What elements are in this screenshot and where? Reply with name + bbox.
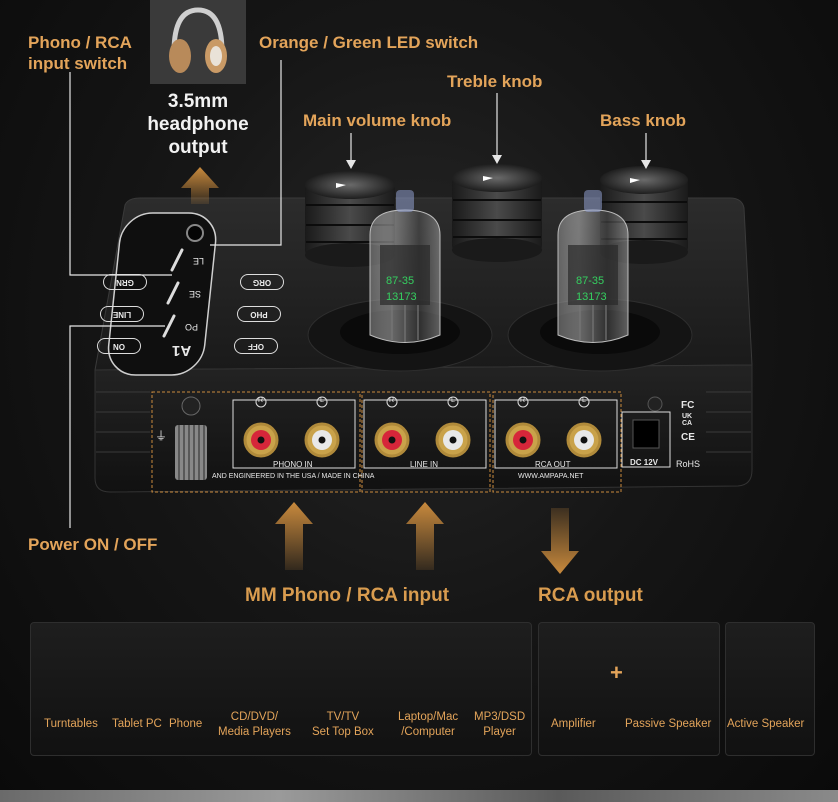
pill-pho: PHO bbox=[237, 306, 281, 322]
output-arrow bbox=[541, 508, 579, 574]
plus-sign: + bbox=[610, 660, 623, 685]
tube-right-code-1: 87-35 bbox=[576, 275, 605, 287]
bass-callout: Bass knob bbox=[600, 111, 686, 130]
line-in-label: LINE IN bbox=[410, 460, 439, 469]
switch-label-po: PO bbox=[185, 322, 199, 332]
cert-uk: UK bbox=[682, 413, 693, 420]
cert-rohs: RoHS bbox=[676, 459, 701, 469]
pill-off: OFF bbox=[234, 338, 278, 354]
led-switch-callout: Orange / Green LED switch bbox=[259, 33, 479, 52]
source-label-turntables: Turntables bbox=[44, 718, 98, 730]
website-text: WWW.AMPAPA.NET bbox=[518, 473, 584, 480]
headphone-thumbnail bbox=[150, 0, 246, 84]
engineered-text: AND ENGINEERED IN THE USA / MADE IN CHIN… bbox=[212, 473, 375, 480]
switch-plate bbox=[107, 212, 217, 376]
phono-switch-leader bbox=[69, 72, 172, 276]
headphone-callout: 3.5mm headphone output bbox=[147, 91, 249, 158]
sources-card bbox=[30, 622, 532, 756]
tube-right-code-2: 13173 bbox=[576, 291, 607, 303]
rca-jacks bbox=[243, 422, 602, 458]
source-label-cd: CD/DVD/ Media Players bbox=[218, 711, 291, 738]
out-l: L bbox=[582, 397, 586, 404]
svg-text:⏚: ⏚ bbox=[155, 429, 167, 443]
vacuum-tube-left bbox=[369, 190, 441, 343]
led-switch-leader bbox=[210, 60, 282, 246]
cert-fc: FC bbox=[681, 400, 695, 411]
line-r: R bbox=[389, 397, 395, 404]
out-r: R bbox=[520, 397, 526, 404]
cert-ca: CA bbox=[682, 420, 693, 427]
line-l: L bbox=[451, 397, 455, 404]
pill-org: ORG bbox=[240, 274, 284, 290]
treble-callout: Treble knob bbox=[447, 72, 543, 91]
brand-logo: A1 bbox=[172, 342, 192, 359]
input-arrow-2 bbox=[406, 502, 444, 570]
phono-in-label: PHONO IN bbox=[273, 460, 313, 469]
cert-ce: CE bbox=[681, 432, 695, 443]
dc-jack bbox=[632, 419, 660, 449]
source-label-mp3: MP3/DSD Player bbox=[474, 711, 526, 738]
power-knob bbox=[175, 396, 207, 480]
phono-l: L bbox=[320, 397, 324, 404]
vacuum-tube-right bbox=[557, 190, 629, 343]
power-leader bbox=[69, 325, 165, 528]
source-label-tablet: Tablet PC bbox=[112, 718, 162, 730]
main-volume-callout: Main volume knob bbox=[303, 111, 452, 130]
phono-r: R bbox=[258, 397, 264, 404]
tube-left-code-2: 13173 bbox=[386, 291, 417, 303]
output-label-passive: Passive Speaker bbox=[625, 718, 712, 730]
headphone-jack bbox=[186, 224, 204, 242]
mm-phono-input-label: MM Phono / RCA input bbox=[245, 585, 450, 606]
pill-grn: GRN bbox=[103, 274, 147, 290]
pill-on: ON bbox=[97, 338, 141, 354]
active-output-card bbox=[725, 622, 815, 756]
passive-output-card bbox=[538, 622, 720, 756]
source-label-computer: Laptop/Mac /Computer bbox=[398, 711, 459, 738]
pill-line: LINE bbox=[100, 306, 144, 322]
output-label-amplifier: Amplifier bbox=[551, 718, 596, 730]
source-label-phone: Phone bbox=[169, 718, 203, 730]
source-label-tv: TV/TV Set Top Box bbox=[312, 711, 374, 738]
tube-left-code-1: 87-35 bbox=[386, 275, 415, 287]
power-callout: Power ON / OFF bbox=[28, 535, 158, 554]
switch-label-le: LE bbox=[193, 256, 205, 266]
phono-rca-switch-callout: Phono / RCA input switch bbox=[28, 33, 132, 73]
headphone-arrow bbox=[181, 167, 219, 204]
rca-output-label: RCA output bbox=[538, 585, 643, 606]
output-label-active: Active Speaker bbox=[727, 718, 805, 730]
bottom-strip bbox=[0, 790, 838, 802]
input-arrow-1 bbox=[275, 502, 313, 570]
switch-label-se: SE bbox=[189, 289, 202, 299]
rca-out-label: RCA OUT bbox=[535, 460, 571, 469]
dc-label: DC 12V bbox=[630, 458, 659, 467]
treble-knob bbox=[452, 164, 542, 262]
